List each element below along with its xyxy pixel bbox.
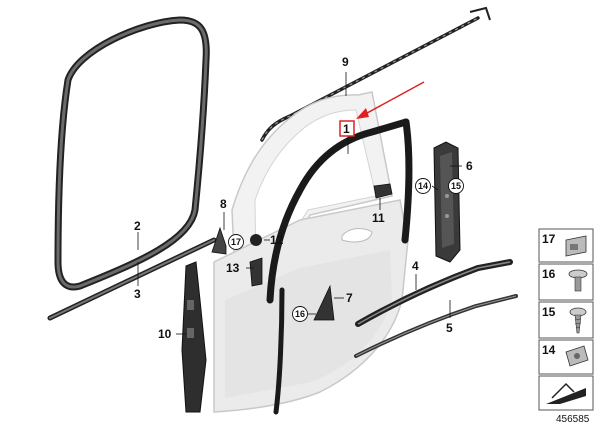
part-1-door[interactable] [213, 91, 409, 413]
callout-6[interactable]: 6 [466, 159, 473, 173]
push-rivet-icon [568, 269, 588, 292]
callout-13[interactable]: 13 [226, 261, 240, 275]
callout-4[interactable]: 4 [412, 259, 419, 273]
callout-15-circle [448, 178, 464, 194]
callout-8[interactable]: 8 [220, 197, 227, 211]
legend-item-14[interactable]: 14 [538, 339, 594, 375]
highlight-arrow [356, 81, 425, 119]
callout-17[interactable]: 17 [231, 237, 241, 247]
part-2-frame-seal[interactable] [54, 16, 210, 291]
callout-14-circle [415, 178, 431, 194]
legend-item-15[interactable]: 15 [538, 301, 594, 339]
part-5-sill-seal[interactable] [354, 294, 518, 358]
part-11-bracket[interactable] [373, 183, 393, 199]
leader-lines [137, 72, 462, 335]
reference-number: 456585 [556, 414, 590, 425]
part-13-clip[interactable] [249, 257, 263, 287]
spring-nut-icon [565, 345, 589, 367]
part-6-pillar-trim[interactable] [433, 141, 461, 263]
legend-item-16[interactable]: 16 [538, 263, 594, 301]
part-8-mirror-cover[interactable] [211, 226, 227, 255]
callout-16-circle [292, 306, 308, 322]
callout-3[interactable]: 3 [134, 287, 141, 301]
callout-9[interactable]: 9 [342, 55, 349, 69]
part-4-lower-seal[interactable] [355, 259, 513, 327]
callout-16[interactable]: 16 [295, 309, 305, 319]
corner-arrow-icon [538, 375, 594, 411]
clip-nut-icon [565, 235, 587, 257]
callout-2[interactable]: 2 [134, 219, 141, 233]
callout-14[interactable]: 14 [418, 181, 428, 191]
legend-number-17: 17 [542, 232, 556, 246]
part-10-inner-seal[interactable] [181, 261, 207, 413]
callout-12[interactable]: 12 [270, 233, 284, 247]
part-7-triangle-trim[interactable] [313, 284, 335, 321]
callout-7[interactable]: 7 [346, 291, 353, 305]
callout-1-highlight-box [339, 120, 355, 137]
callout-17-circle [228, 234, 244, 250]
legend-number-15: 15 [542, 305, 556, 319]
callout-15[interactable]: 15 [451, 181, 461, 191]
part-1-window-channel[interactable] [266, 118, 413, 415]
callout-11[interactable]: 11 [372, 211, 385, 225]
legend-number-16: 16 [542, 267, 556, 281]
part-3-sill-strip[interactable] [47, 237, 217, 321]
screw-icon [569, 307, 587, 334]
callout-10[interactable]: 10 [158, 327, 172, 341]
callout-5[interactable]: 5 [446, 321, 453, 335]
legend-item-17[interactable]: 17 [538, 228, 594, 263]
legend-panel: 17 16 15 [538, 228, 594, 411]
part-9-roof-trim[interactable] [260, 6, 491, 142]
legend-number-14: 14 [542, 343, 556, 357]
part-12-plug[interactable] [250, 234, 262, 246]
callout-1[interactable]: 1 [343, 122, 350, 136]
